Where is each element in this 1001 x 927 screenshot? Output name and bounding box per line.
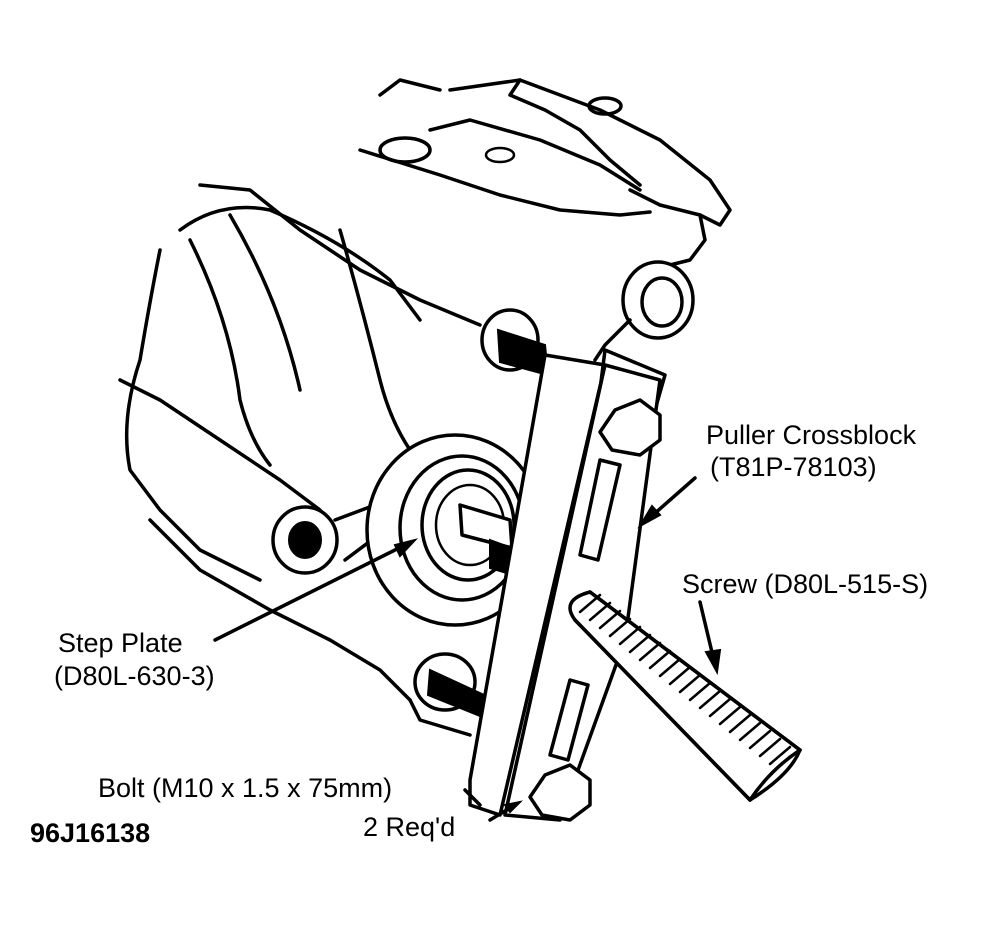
threaded-screw: [568, 590, 802, 802]
label-bolt-spec: Bolt (M10 x 1.5 x 75mm): [98, 773, 393, 803]
lower-stud: [408, 652, 497, 737]
label-step-plate-part: (D80L-630-3): [54, 661, 215, 691]
left-boss: [271, 503, 387, 575]
upper-bracket: [358, 78, 732, 287]
label-puller-crossblock-part: (T81P-78103): [710, 452, 877, 482]
crossblock-bar: [468, 348, 667, 822]
eyelet: [593, 260, 695, 362]
upper-stud: [480, 308, 550, 377]
hex-bolt-heads: [528, 398, 662, 822]
leader-lines: [213, 476, 722, 822]
label-bolt-qty: 2 Req'd: [363, 812, 456, 842]
label-puller-crossblock-name: Puller Crossblock: [706, 420, 917, 450]
label-step-plate-name: Step Plate: [58, 628, 183, 658]
figure-id: 96J16138: [30, 818, 151, 848]
label-screw: Screw (D80L-515-S): [682, 569, 929, 599]
housing-body: [118, 183, 482, 702]
